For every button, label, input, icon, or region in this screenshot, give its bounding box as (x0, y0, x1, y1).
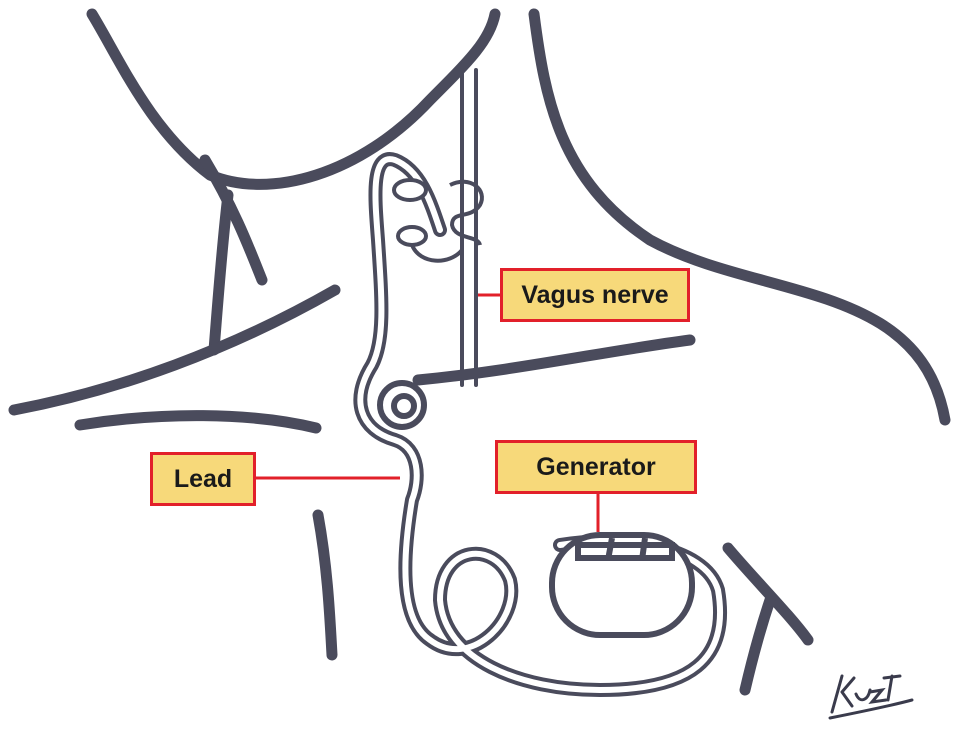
armpit-fold (745, 600, 770, 690)
neck-front-outline (14, 290, 335, 410)
jaw-outline (92, 14, 495, 184)
anchor-loop-inner (394, 396, 414, 416)
generator-header-divider-1 (608, 538, 612, 560)
label-generator: Generator (495, 440, 697, 494)
clavicle-left (80, 416, 316, 428)
electrode-coil-1 (394, 180, 426, 200)
signature-mark (830, 676, 912, 718)
generator-header-divider-2 (642, 538, 645, 560)
electrode-connector (412, 245, 462, 261)
label-vagus-nerve: Vagus nerve (500, 268, 690, 322)
label-lead: Lead (150, 452, 256, 506)
electrode-coil-2 (398, 227, 426, 245)
vagus-nerve-outer (462, 70, 476, 385)
armpit-line (728, 548, 808, 640)
neck-fold (214, 195, 228, 350)
generator-header (578, 545, 672, 558)
chest-line (318, 515, 332, 655)
clavicle-right (418, 340, 690, 380)
